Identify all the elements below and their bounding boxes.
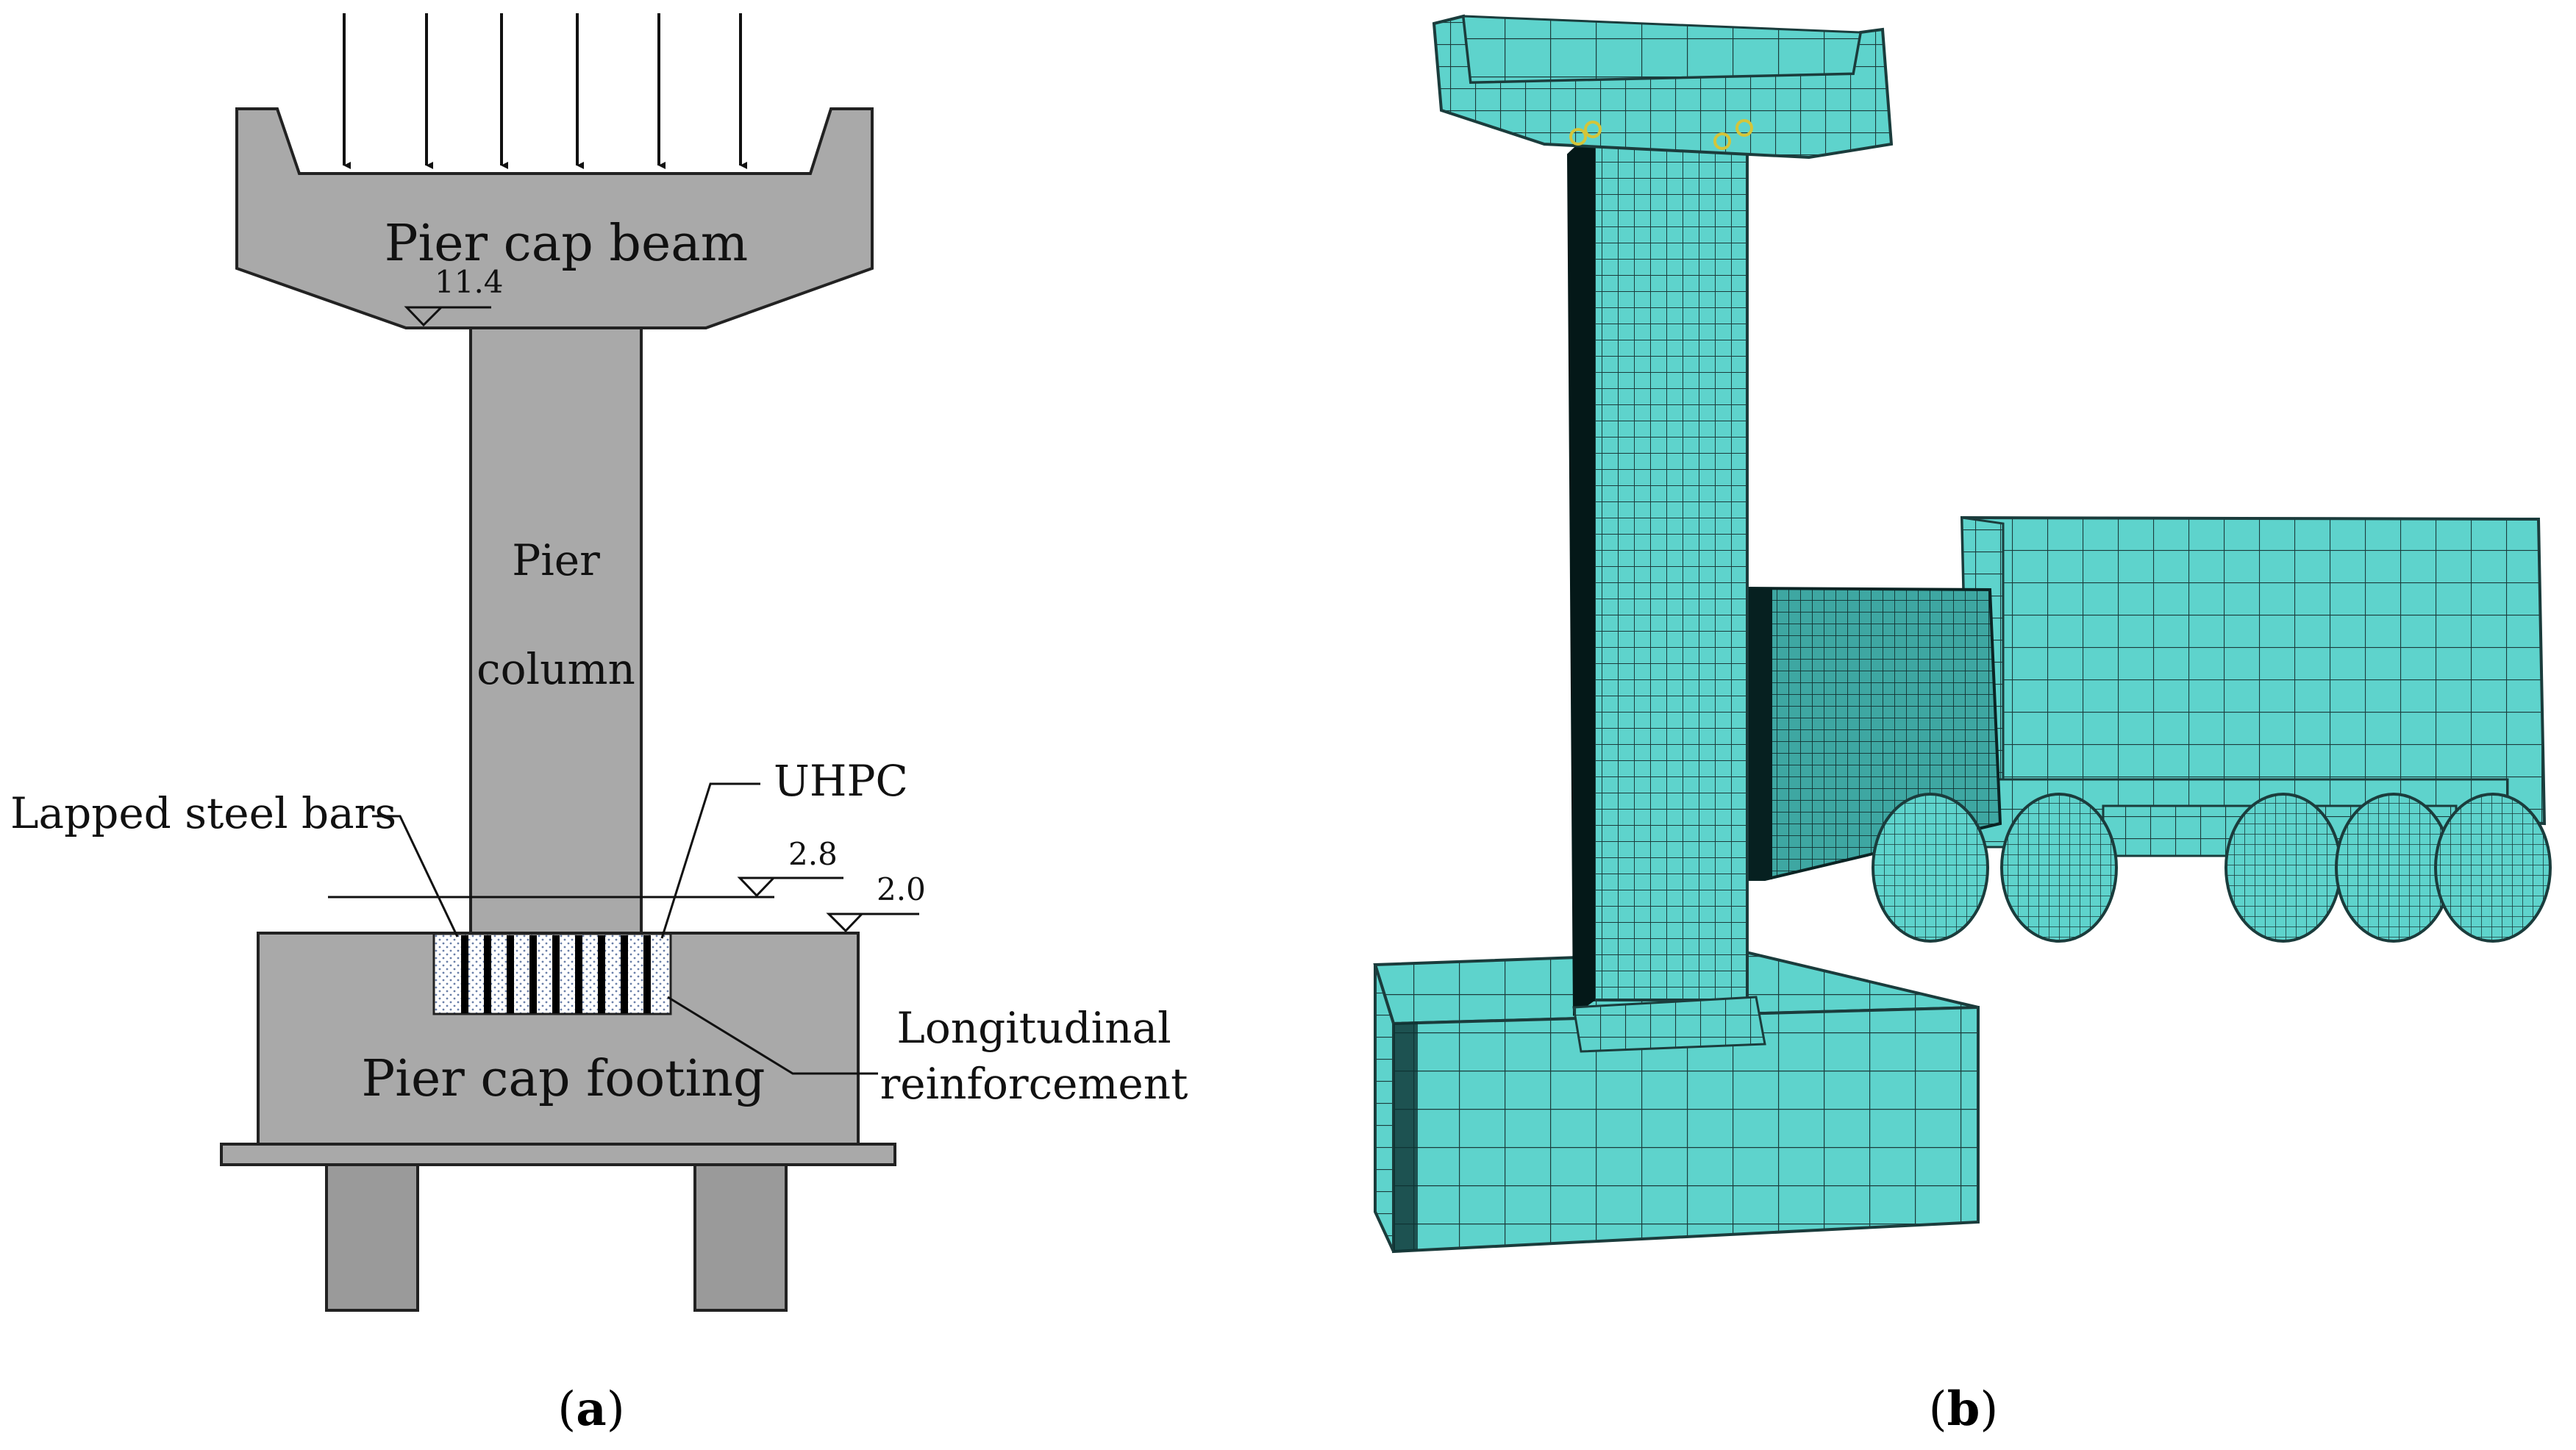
truck-wheel — [2434, 793, 2552, 943]
truck-wheel — [2335, 793, 2452, 943]
truck-wheel — [1872, 793, 1989, 943]
panel-b-fe-model — [1373, 14, 2552, 1254]
pile-left — [325, 1163, 419, 1312]
caption-b-letter: b — [1947, 1382, 1980, 1437]
truck-model — [1746, 515, 2552, 943]
fe-column-front — [1593, 128, 1749, 1001]
elevation-marker-top — [404, 306, 491, 327]
fe-bearing-node — [1569, 128, 1587, 146]
caption-a-letter: a — [576, 1382, 606, 1437]
fe-cap-beam-top — [1462, 15, 1862, 84]
caption-a: (a) — [557, 1382, 624, 1437]
label-longitudinal: Longitudinal — [896, 1003, 1171, 1053]
label-elev-top: 11.4 — [435, 264, 504, 300]
fe-pier-column — [1566, 127, 1766, 1053]
truck-trailer-box — [1960, 515, 2547, 826]
longitudinal-bars — [461, 935, 651, 1013]
pier-cap-beam — [235, 107, 874, 329]
leader-uhpc — [660, 782, 760, 939]
fe-bearing-node — [1584, 121, 1602, 138]
truck-wheel — [2224, 793, 2342, 943]
fe-cap-beam — [1432, 14, 1894, 160]
fe-column-side — [1566, 127, 1595, 1016]
label-column: column — [477, 644, 635, 694]
fe-column-base — [1572, 996, 1766, 1053]
pile-right — [693, 1163, 788, 1312]
label-reinforcement: reinforcement — [880, 1059, 1188, 1109]
fe-bearing-node — [1713, 132, 1731, 150]
elevation-marker-footing — [826, 913, 919, 933]
label-elev-footing: 2.0 — [877, 871, 926, 907]
pier-column — [469, 326, 643, 935]
caption-b: (b) — [1929, 1382, 1999, 1437]
fe-bearing-node — [1735, 119, 1753, 137]
truck-wheel — [2000, 793, 2118, 943]
fe-footing-shadow — [1394, 1022, 1418, 1251]
panel-a-drawing: Pier cap beam 11.4 Pier column UHPC Lapp… — [10, 13, 1188, 1312]
pile-cap-plate — [220, 1143, 896, 1166]
leader-longitudinal — [667, 996, 878, 1075]
label-pier-cap-beam: Pier cap beam — [385, 215, 748, 273]
elevation-marker-joint — [737, 876, 843, 898]
leader-lapped-bars — [372, 815, 459, 938]
load-arrows — [343, 13, 747, 169]
label-uhpc: UHPC — [774, 756, 908, 806]
label-elev-joint: 2.8 — [788, 836, 838, 872]
truck-cab-shadow — [1747, 588, 1772, 879]
label-pier: Pier — [512, 535, 600, 585]
label-pier-cap-footing: Pier cap footing — [361, 1050, 765, 1108]
label-lapped-steel-bars: Lapped steel bars — [10, 788, 396, 838]
